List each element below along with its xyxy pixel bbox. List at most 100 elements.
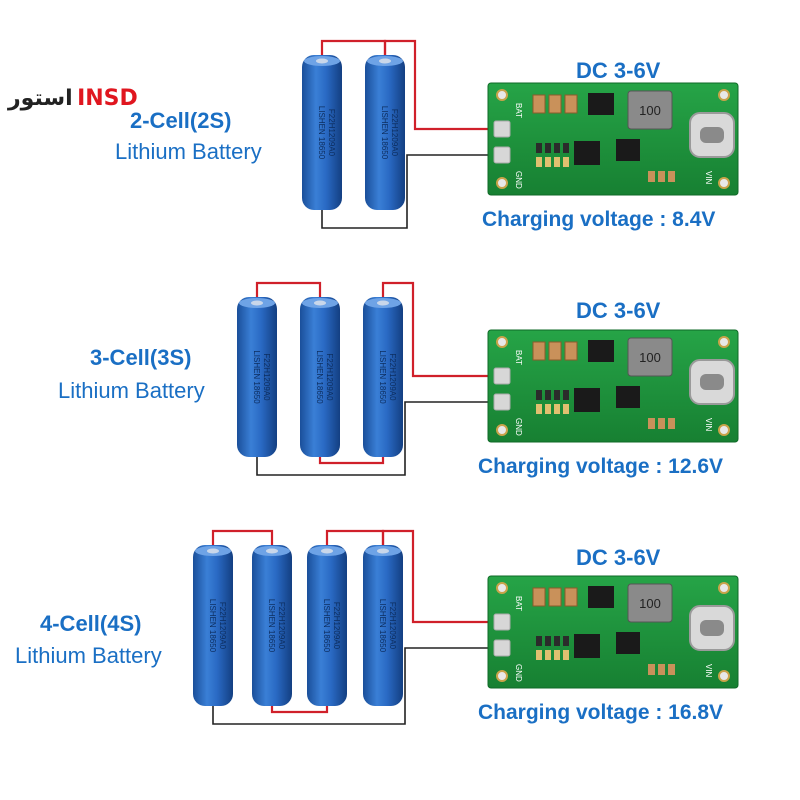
resistor [545,390,551,400]
battery-print-2: F22H1209A0 [390,109,399,157]
capacitor [564,341,578,361]
battery-body [365,55,405,210]
brand-logo: استور INSD [8,86,178,116]
resistor [563,143,569,153]
ic-2 [616,139,640,161]
mount-hole [496,177,508,189]
smd-cap [554,404,560,414]
ic-1 [574,141,600,165]
battery-print-1: LISHEN 18650 [208,599,217,653]
ic-1 [574,388,600,412]
battery-terminal [321,548,333,554]
mount-hole [496,336,508,348]
smd-part [668,664,675,675]
battery-body [363,297,403,457]
logo-insd: INSD [77,86,138,111]
mosfet [588,586,614,608]
series-link-top [211,529,274,549]
capacitor [548,587,562,607]
smd-part [658,664,665,675]
cell-subtitle-2: Lithium Battery [58,378,205,403]
pad-bat-minus [493,639,511,657]
ic-2 [616,386,640,408]
battery-terminal [379,58,391,64]
dc-input-3: DC 3-6V [576,545,661,570]
smd-cap [554,650,560,660]
battery-print-2: F22H1209A0 [277,602,286,650]
cell-subtitle-3: Lithium Battery [15,643,162,668]
cell-title-3: 4-Cell(4S) [40,611,142,636]
battery-body [193,545,233,706]
positive-lead [383,39,496,131]
logo-persian: استور [8,86,73,111]
dc-input-2: DC 3-6V [576,298,661,323]
battery-print-2: F22H1209A0 [218,602,227,650]
resistor [563,636,569,646]
mount-hole [718,670,730,682]
inductor-label: 100 [639,103,661,118]
battery-body [302,55,342,210]
capacitor [532,341,546,361]
resistor [554,390,560,400]
capacitor [564,587,578,607]
positive-lead [381,281,496,378]
mount-hole [496,670,508,682]
battery-terminal [377,548,389,554]
smd-cap [545,404,551,414]
mount-hole [718,336,730,348]
cell-subtitle-1: Lithium Battery [115,139,262,164]
smd-cap [563,157,569,167]
capacitor [548,341,562,361]
pad-bat-plus [493,367,511,385]
ic-2 [616,632,640,654]
capacitor [532,587,546,607]
negative-lead [256,401,496,476]
charging-voltage-2: Charging voltage : 12.6V [478,455,724,478]
series-link-top [255,281,322,301]
battery-body [363,545,403,706]
battery-print-2: F22H1209A0 [388,602,397,650]
pad-bat-plus [493,120,511,138]
resistor [554,636,560,646]
smd-part [648,171,655,182]
label-bat: BAT [514,596,523,611]
smd-part [658,418,665,429]
smd-cap [554,157,560,167]
cell-title-1: 2-Cell(2S) [130,108,232,133]
mosfet [588,93,614,115]
inductor-label: 100 [639,350,661,365]
mount-hole [718,424,730,436]
capacitor [532,94,546,114]
battery-print-1: LISHEN 18650 [378,350,387,404]
battery-terminal [207,548,219,554]
usb-c-opening [700,374,724,390]
resistor [545,636,551,646]
battery-terminal [316,58,328,64]
battery-print-1: LISHEN 18650 [315,350,324,404]
negative-lead [212,647,496,725]
mount-hole [496,582,508,594]
resistor [563,390,569,400]
smd-cap [563,650,569,660]
battery-print-1: LISHEN 18650 [267,599,276,653]
mount-hole [718,177,730,189]
smd-cap [536,157,542,167]
smd-part [668,418,675,429]
label-gnd: GND [514,171,523,189]
smd-part [658,171,665,182]
smd-cap [536,404,542,414]
dc-input-1: DC 3-6V [576,58,661,83]
mount-hole [718,89,730,101]
smd-cap [536,650,542,660]
battery-terminal [314,300,326,306]
